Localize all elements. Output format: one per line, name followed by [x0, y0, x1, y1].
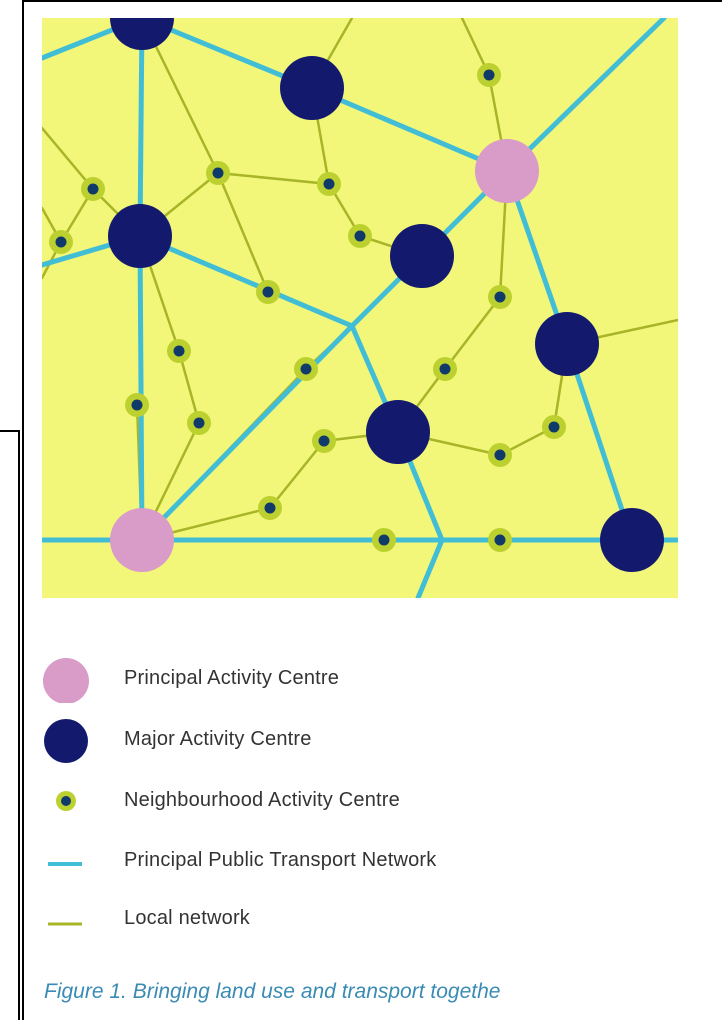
neighbourhood-centre-node — [294, 357, 318, 381]
pink-circle-icon — [43, 658, 89, 703]
local-network-line — [42, 126, 95, 191]
neighbourhood-centre-node — [312, 429, 336, 453]
local-network-line — [216, 171, 331, 186]
principal-centre-node — [475, 139, 539, 203]
figure-frame — [22, 0, 722, 1020]
neighbourhood-centre-node — [488, 443, 512, 467]
legend-label: Principal Public Transport Network — [124, 849, 437, 871]
legend-item-neighbourhood: Neighbourhood Activity Centre — [36, 779, 696, 825]
neighbourhood-centre-node — [542, 415, 566, 439]
neighbourhood-centre-node — [81, 177, 105, 201]
neighbourhood-centre-node — [125, 393, 149, 417]
neighbourhood-centres — [49, 63, 566, 552]
legend-item-local-network: Local network — [36, 897, 696, 943]
major-centre-node — [280, 56, 344, 120]
legend-item-principal: Principal Activity Centre — [36, 657, 696, 703]
olive-line-icon — [48, 922, 82, 926]
major-centre-node — [390, 224, 454, 288]
neighbourhood-centre-node — [488, 285, 512, 309]
neighbourhood-centre-node — [49, 230, 73, 254]
navy-circle-icon — [44, 719, 88, 763]
legend-label: Principal Activity Centre — [124, 667, 340, 689]
neighbourhood-centre-node — [167, 339, 191, 363]
neighbourhood-centre-node — [433, 357, 457, 381]
neighbourhood-centre-node — [187, 411, 211, 435]
local-network-line — [443, 295, 502, 371]
major-centre-node — [535, 312, 599, 376]
neighbourhood-centre-node — [477, 63, 501, 87]
diagram-background — [42, 18, 678, 598]
neighbourhood-centre-node — [206, 161, 230, 185]
principal-centre-node — [110, 508, 174, 572]
cyan-line-icon — [48, 862, 82, 866]
major-centre-node — [366, 400, 430, 464]
local-network-line — [177, 349, 201, 425]
major-centres — [108, 18, 664, 572]
neighbourhood-centre-node — [256, 280, 280, 304]
neighbourhood-centre-node — [488, 528, 512, 552]
neighbourhood-centre-node — [372, 528, 396, 552]
legend-item-major: Major Activity Centre — [36, 718, 696, 764]
legend-item-principal-network: Principal Public Transport Network — [36, 839, 696, 885]
local-network-line — [216, 171, 270, 294]
adjacent-frame — [0, 430, 20, 1020]
principal-centres — [110, 139, 539, 572]
major-centre-node — [110, 18, 174, 50]
network-diagram — [42, 18, 678, 598]
figure-caption: Figure 1. Bringing land use and transpor… — [44, 980, 501, 1003]
legend-label: Local network — [124, 907, 250, 929]
neighbourhood-centre-node — [317, 172, 341, 196]
major-centre-node — [108, 204, 172, 268]
green-dot-icon — [56, 791, 76, 811]
local-network-line — [268, 439, 326, 510]
legend-label: Major Activity Centre — [124, 728, 312, 750]
major-centre-node — [600, 508, 664, 572]
legend-label: Neighbourhood Activity Centre — [124, 789, 400, 811]
neighbourhood-centre-node — [258, 496, 282, 520]
neighbourhood-centre-node — [348, 224, 372, 248]
